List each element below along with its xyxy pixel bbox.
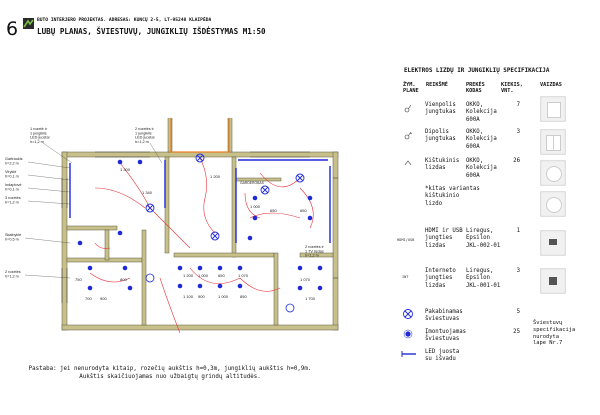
- note-line-2: Aukštis skaičiuojamas nuo užbaigtų grind…: [79, 374, 261, 380]
- single-switch-image: [540, 96, 566, 122]
- spec-row-qty: 3: [516, 268, 520, 274]
- dim-16: 650: [270, 208, 277, 213]
- pendant-lights: [145, 153, 305, 241]
- pendant-light-icon: [403, 309, 413, 319]
- internet-socket-image: [540, 268, 566, 294]
- dim-2: 1 340: [142, 190, 153, 195]
- dim-15: 1 000: [250, 204, 261, 209]
- dim-18: 1 070: [300, 277, 311, 282]
- hdmi-socket-image: [540, 230, 566, 256]
- sheet-number: 6: [6, 18, 19, 40]
- double-switch-image: [540, 129, 566, 155]
- dim-8: 1 200: [183, 273, 194, 278]
- col-qty: KIEKIS,VNT.: [501, 82, 523, 95]
- dim-6: 700: [85, 296, 92, 301]
- spec-row-qty: 5: [516, 309, 520, 315]
- dim-10: 650: [218, 273, 225, 278]
- logo-icon: [23, 18, 34, 29]
- spec-row-qty: 26: [513, 158, 520, 164]
- project-subtitle: BUTO INTERJERO PROJEKTAS. ADRESAS: KUNCŲ…: [37, 18, 212, 23]
- note-line-1: Pastaba: jei nenurodyta kitaip, rozečių …: [28, 366, 312, 372]
- led-strip-icon: [401, 351, 416, 357]
- dim-11: 1 070: [238, 273, 249, 278]
- dim-3: 1 200: [210, 174, 221, 179]
- dim-20: 850: [240, 294, 247, 299]
- spec-title: ELEKTROS LIZDŲ IR JUNGIKLIŲ SPECIFIKACIJ…: [404, 68, 550, 74]
- dim-19: 1 700: [305, 296, 316, 301]
- socket-icon: [404, 160, 412, 166]
- dim-13: 900: [198, 294, 205, 299]
- walls: [61, 118, 339, 331]
- dim-1: 1 300: [120, 167, 131, 172]
- dim-12: 1 100: [183, 294, 194, 299]
- sheet-title: LUBŲ PLANAS, ŠVIESTUVŲ, JUNGIKLIŲ IŠDĖST…: [37, 27, 266, 36]
- wiring: [89, 157, 314, 334]
- hdmi-symbol: HDMI/USB: [397, 238, 415, 242]
- spec-row-qty: 1: [516, 228, 520, 234]
- col-plan: ŽYM.PLANE: [403, 82, 419, 95]
- dim-14: 1 000: [218, 294, 229, 299]
- socket-alt-image: [540, 191, 566, 217]
- dim-7: 900: [100, 296, 107, 301]
- spec-row-qty: 3: [516, 129, 520, 135]
- led-strips: [69, 159, 331, 243]
- double-switch-icon: [404, 131, 413, 140]
- recessed-lights: [77, 159, 323, 291]
- col-look: VAIZDAS: [540, 82, 562, 88]
- dim-9: 1 000: [198, 273, 209, 278]
- socket-image: [540, 160, 566, 186]
- single-switch-icon: [404, 104, 412, 113]
- recessed-light-icon: [403, 329, 413, 339]
- floor-plan: 1 300 1 340 1 200 750 800 700 900 1 200 …: [5, 118, 339, 334]
- col-meaning: REIKŠMĖ: [426, 82, 448, 88]
- svg-text:GARDEROBAS: GARDEROBAS: [240, 181, 265, 185]
- dim-5: 800: [120, 277, 127, 282]
- dim-4: 750: [75, 277, 82, 282]
- spec-row-qty: 7: [516, 102, 520, 108]
- spec-row-qty: 25: [513, 329, 520, 335]
- internet-symbol: INT: [402, 275, 409, 279]
- dim-17: 650: [300, 208, 307, 213]
